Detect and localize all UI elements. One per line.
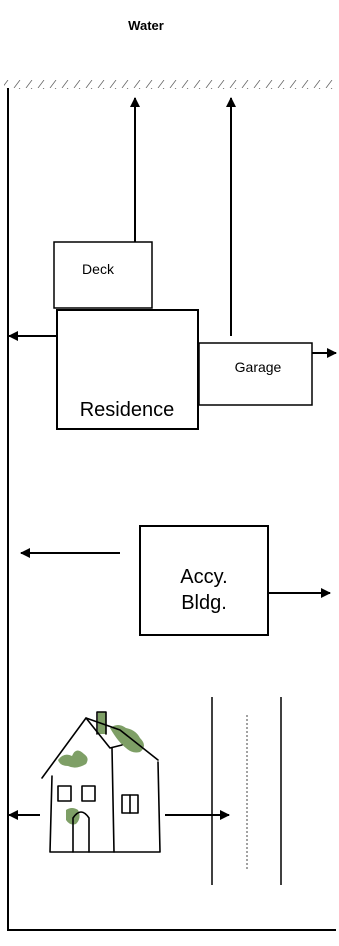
- accessory-building-box: [139, 525, 269, 636]
- residence-label: Residence: [80, 399, 175, 421]
- deck-label: Deck: [82, 261, 115, 277]
- house-icon: [41, 711, 161, 853]
- accessory-label-line1: Accy.: [180, 566, 227, 588]
- water-title: Water: [128, 18, 164, 33]
- deck-box: [53, 241, 153, 309]
- garage-label: Garage: [235, 359, 282, 375]
- accessory-label-line2: Bldg.: [181, 592, 227, 614]
- residence-box: [56, 309, 199, 430]
- property-boundary: [7, 88, 336, 931]
- shoreline-hatch: [4, 80, 336, 89]
- garage-box: [198, 342, 313, 406]
